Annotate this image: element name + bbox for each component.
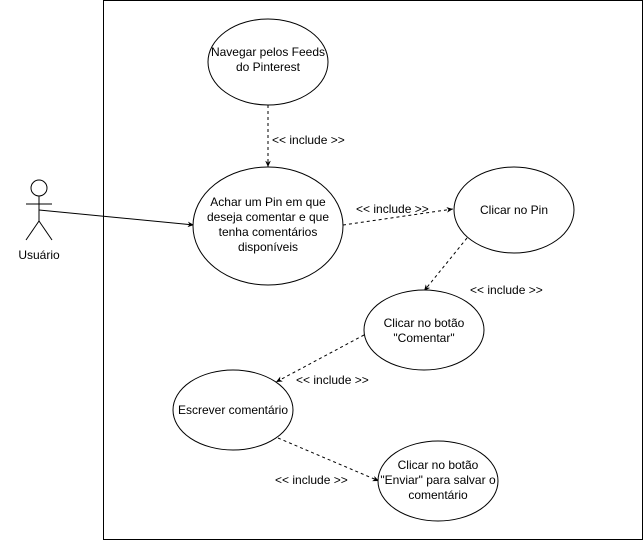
use-case-text: Navegar pelos Feeds xyxy=(211,45,325,59)
include-label-4: << include >> xyxy=(296,373,369,387)
use-case-text: deseja comentar e que xyxy=(207,210,329,224)
actor-leg-right xyxy=(38,220,53,241)
use-case-clicar-pin: Clicar no Pin xyxy=(453,166,575,254)
use-case-clicar-comentar: Clicar no botão "Comentar" xyxy=(363,289,485,371)
include-label-2: << include >> xyxy=(356,202,429,216)
use-case-text: disponíveis xyxy=(238,240,298,254)
actor-usuario xyxy=(25,179,53,241)
include-arrow-4 xyxy=(275,334,365,383)
include-label-1: << include >> xyxy=(272,133,345,147)
use-case-text: do Pinterest xyxy=(236,60,301,74)
use-case-text: Clicar no botão xyxy=(384,316,465,330)
use-case-text: Clicar no botão xyxy=(398,458,479,472)
include-label-3: << include >> xyxy=(470,283,543,297)
use-case-clicar-enviar: Clicar no botão "Enviar" para salvar o c… xyxy=(377,440,499,522)
system-boundary xyxy=(103,0,643,540)
actor-leg-left xyxy=(25,220,40,241)
include-arrow-3 xyxy=(423,237,468,292)
include-label-5: << include >> xyxy=(275,473,348,487)
use-case-text: "Enviar" para salvar o xyxy=(380,473,496,487)
actor-head xyxy=(30,179,48,197)
include-arrow-5 xyxy=(277,437,380,482)
use-case-text: tenha comentários xyxy=(219,225,318,239)
use-case-text: Achar um Pin em que xyxy=(210,195,326,209)
use-case-navegar-feeds: Navegar pelos Feeds do Pinterest xyxy=(207,18,329,106)
association-line xyxy=(38,209,195,228)
use-case-text: "Comentar" xyxy=(393,331,454,345)
use-case-achar-pin: Achar um Pin em que deseja comentar e qu… xyxy=(192,166,344,286)
include-arrow-2 xyxy=(342,207,454,226)
use-case-escrever-comentario: Escrever comentário xyxy=(172,369,294,451)
use-case-text: Escrever comentário xyxy=(178,403,288,417)
use-case-text: Clicar no Pin xyxy=(480,203,548,217)
use-case-text: comentário xyxy=(408,488,468,502)
actor-label: Usuário xyxy=(18,248,60,262)
